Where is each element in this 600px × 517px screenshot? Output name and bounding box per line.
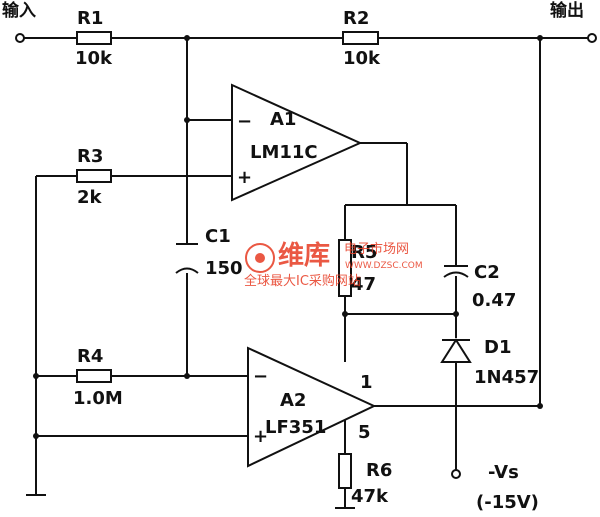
a1-minus: − — [237, 111, 252, 132]
d1-name: D1 — [484, 337, 511, 358]
r4-value: 1.0M — [73, 388, 123, 409]
r1-name: R1 — [77, 8, 103, 29]
input-label: 输入 — [2, 0, 36, 21]
resistor-r6 — [338, 453, 352, 489]
output-label: 输出 — [550, 0, 584, 21]
watermark: 维库 电子市场网 WWW.DZSC.COM 全球最大IC采购网站 — [244, 240, 423, 289]
c1-name: C1 — [205, 226, 231, 247]
r2-name: R2 — [343, 8, 369, 29]
a2-model: LF351 — [265, 417, 326, 438]
watermark-url: WWW.DZSC.COM — [345, 261, 423, 271]
diode-d1 — [440, 338, 472, 363]
supply-label: -Vs — [488, 462, 519, 483]
a1-model: LM11C — [250, 142, 318, 163]
r6-name: R6 — [366, 460, 392, 481]
r6-value: 47k — [351, 486, 389, 507]
wires — [24, 37, 588, 508]
a2-plus: + — [253, 426, 268, 447]
resistor-r1 — [76, 31, 112, 45]
a1-name: A1 — [270, 109, 296, 130]
opamp-a2 — [247, 346, 377, 468]
capacitor-c1 — [175, 243, 199, 274]
r1-value: 10k — [75, 48, 113, 69]
opamp-a1 — [231, 83, 363, 202]
watermark-site: 电子市场网 — [344, 241, 409, 257]
resistor-r5 — [338, 239, 352, 297]
c1-value: 150 — [205, 258, 243, 279]
r4-name: R4 — [77, 346, 103, 367]
a2-name: A2 — [280, 390, 306, 411]
pin-1: 1 — [360, 372, 373, 393]
pin-5: 5 — [358, 422, 371, 443]
input-terminal — [15, 33, 25, 43]
a1-plus: + — [237, 167, 252, 188]
output-terminal — [587, 33, 597, 43]
r3-name: R3 — [77, 146, 103, 167]
r3-value: 2k — [77, 187, 103, 208]
junctions — [33, 35, 543, 439]
watermark-slogan: 全球最大IC采购网站 — [244, 273, 361, 289]
a2-minus: − — [253, 366, 268, 387]
capacitor-c2 — [443, 265, 469, 278]
resistor-r3 — [76, 169, 112, 183]
r5-value: 47 — [351, 274, 376, 295]
r2-value: 10k — [343, 48, 381, 69]
d1-value: 1N457 — [474, 367, 539, 388]
r5-name: R5 — [351, 242, 377, 263]
supply-value: (-15V) — [476, 492, 539, 513]
c2-value: 0.47 — [472, 290, 516, 311]
resistor-r2 — [342, 31, 379, 45]
watermark-brand: 维库 — [278, 240, 330, 271]
c2-name: C2 — [474, 262, 500, 283]
watermark-logo-icon — [245, 243, 275, 273]
supply-terminal — [451, 469, 461, 479]
resistor-r4 — [76, 369, 112, 383]
